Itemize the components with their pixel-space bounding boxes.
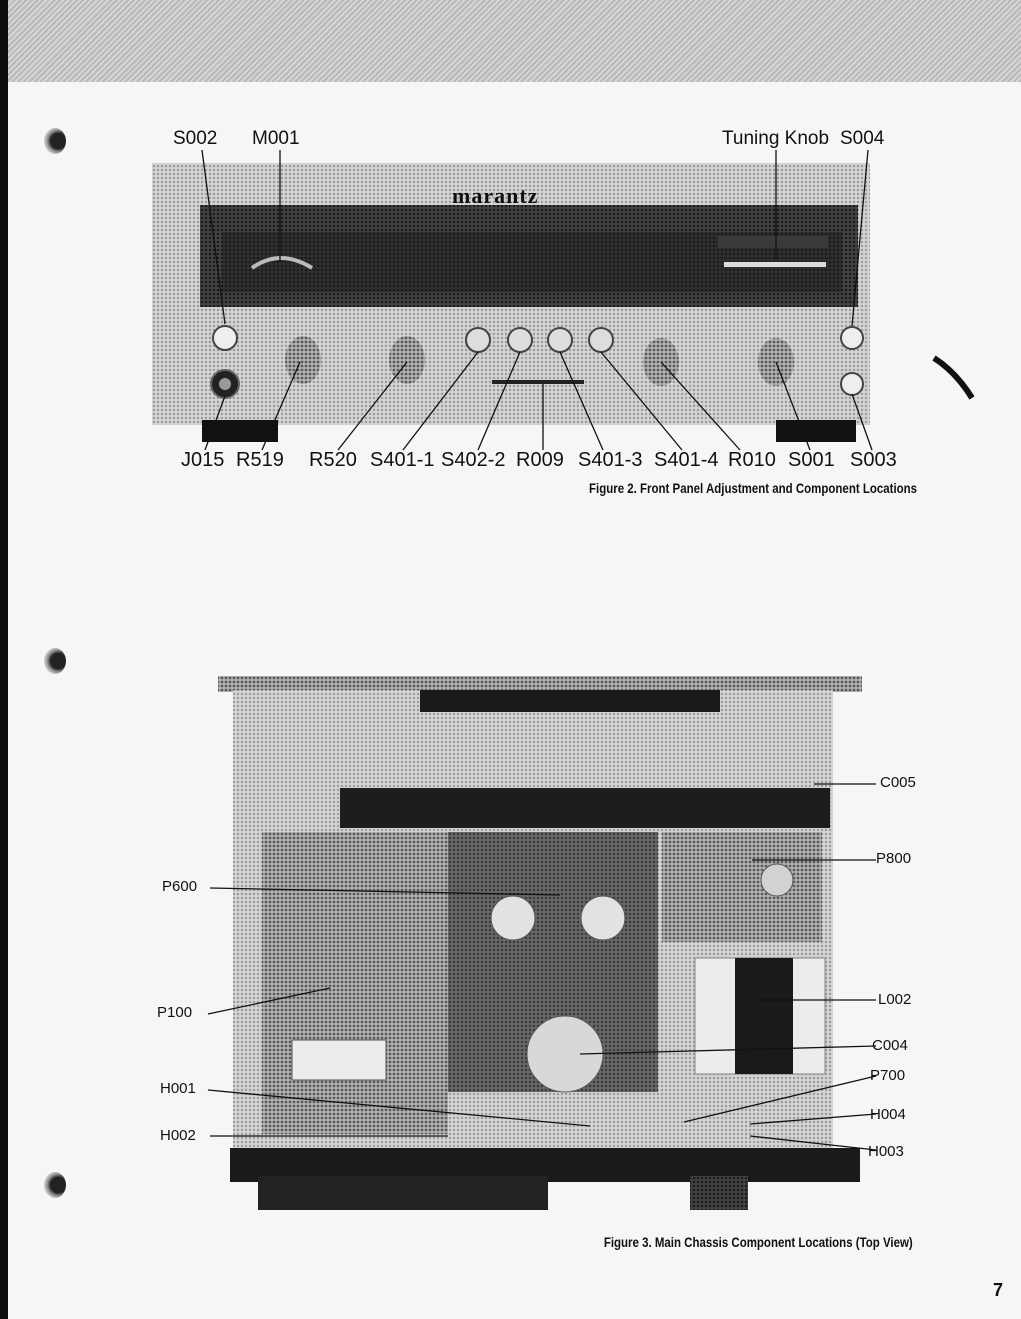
label-r519: R519	[236, 449, 284, 471]
binder-hole-icon	[44, 128, 66, 154]
label-l002: L002	[878, 991, 912, 1008]
label-s003: S003	[850, 449, 897, 471]
label-c004: C004	[872, 1037, 908, 1054]
binder-hole-icon	[44, 1172, 66, 1198]
halftone-header-band	[8, 0, 1021, 82]
chassis-photo	[218, 676, 862, 1210]
label-p100: P100	[157, 1004, 193, 1021]
label-r009: R009	[516, 449, 564, 471]
label-j015: J015	[181, 449, 225, 471]
label-p800: P800	[876, 850, 912, 867]
label-s004: S004	[840, 128, 885, 149]
front-panel-photo	[152, 163, 975, 442]
label-h003: H003	[868, 1143, 904, 1160]
label-s001: S001	[788, 449, 835, 471]
label-c005: C005	[880, 774, 916, 791]
label-h004: H004	[870, 1106, 906, 1123]
label-r010: R010	[728, 449, 776, 471]
binder-hole-icon	[44, 648, 66, 674]
label-p700: P700	[870, 1067, 906, 1084]
label-s401-1: S401-1	[370, 449, 435, 471]
label-s401-4: S401-4	[654, 449, 719, 471]
chassis-leaders	[207, 783, 877, 1151]
label-s401-3: S401-3	[578, 449, 643, 471]
figure2-caption: Figure 2. Front Panel Adjustment and Com…	[588, 480, 917, 496]
label-h001: H001	[160, 1080, 196, 1097]
page-spine	[0, 0, 8, 1319]
figure3-caption: Figure 3. Main Chassis Component Locatio…	[604, 1234, 913, 1250]
front-panel-leaders	[201, 149, 873, 451]
label-tuning-knob: Tuning Knob	[722, 128, 830, 149]
label-h002: H002	[160, 1127, 196, 1144]
label-s002: S002	[173, 128, 218, 149]
label-p600: P600	[162, 878, 198, 895]
brand-logo: marantz	[452, 183, 539, 208]
label-s402-2: S402-2	[441, 449, 506, 471]
label-m001: M001	[252, 128, 300, 149]
label-r520: R520	[309, 449, 357, 471]
page-number: 7	[992, 1280, 1003, 1300]
